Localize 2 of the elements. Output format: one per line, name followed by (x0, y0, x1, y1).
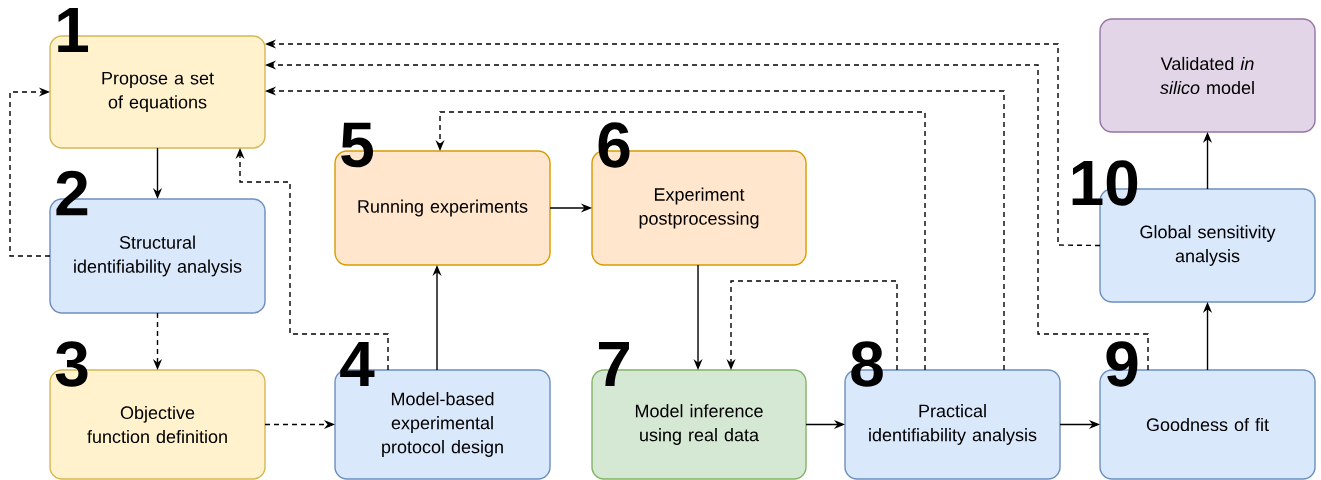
process-box: Validated in silico model (1099, 18, 1316, 133)
arrow (9, 87, 51, 257)
